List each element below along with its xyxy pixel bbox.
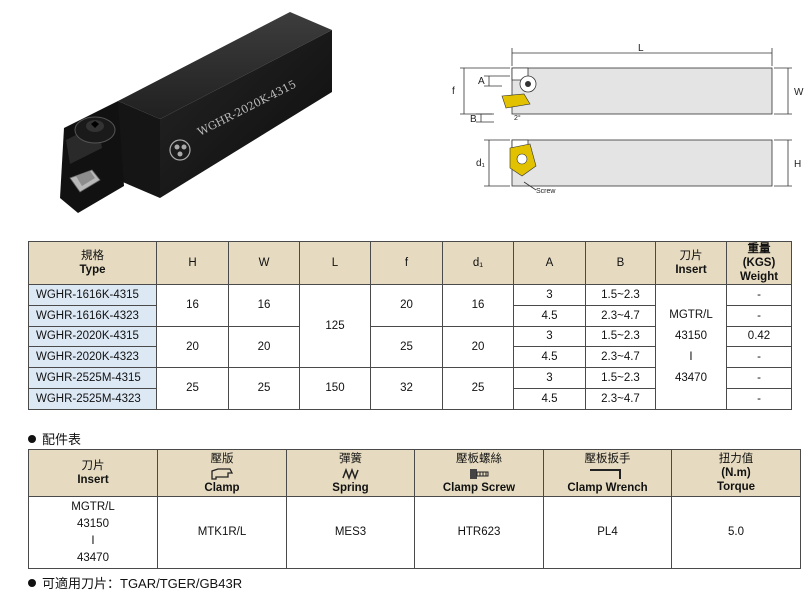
- table-row: WGHR-2020K-4315 20 20 25 20 3 1.5~2.3 0.…: [28, 325, 792, 369]
- acc-torque-cell: 5.0: [671, 496, 801, 569]
- W-cell: 20: [228, 325, 300, 369]
- B-cell: 2.3~4.7: [585, 304, 656, 327]
- header-H: H: [156, 241, 229, 285]
- type-cell: WGHR-1616K-4315: [28, 284, 157, 306]
- acc-header-torque: 扭力值 (N.m) Torque: [671, 449, 801, 497]
- dim-B: B: [470, 114, 477, 125]
- weight-cell: -: [726, 346, 792, 369]
- f-cell: 32: [370, 367, 443, 410]
- dim-H: H: [794, 159, 801, 170]
- type-cell: WGHR-2525M-4315: [28, 367, 157, 389]
- screw-label: Screw: [536, 188, 556, 195]
- acc-clamp-wrench-cell: PL4: [543, 496, 672, 569]
- type-cell: WGHR-1616K-4323: [28, 304, 157, 327]
- B-cell: 1.5~2.3: [585, 284, 656, 306]
- dimension-drawing: L W H A B f d₁ 2° Screw: [452, 43, 804, 195]
- product-photo: WGHR-2020K-4315: [60, 12, 332, 213]
- wrench-icon: [589, 468, 621, 479]
- table-row: WGHR-2525M-4315 25 25 150 32 25 3 1.5~2.…: [28, 367, 792, 410]
- header-type: 規格 Type: [28, 241, 157, 285]
- table-row: WGHR-2020K-4323 4.5 2.3~4.7 -: [28, 346, 792, 369]
- table-row: WGHR-1616K-4315 16 16 125 20 16 3 1.5~2.…: [28, 283, 792, 410]
- B-cell: 1.5~2.3: [585, 325, 656, 348]
- dim-f: f: [452, 86, 455, 97]
- B-cell: 2.3~4.7: [585, 346, 656, 369]
- dim-A: A: [478, 76, 485, 87]
- spec-table: 規格 Type H W L f d₁ A B 刀片 Insert 重量 (KGS…: [28, 241, 792, 410]
- A-cell: 4.5: [513, 387, 586, 410]
- L-cell: 150: [299, 367, 371, 410]
- H-cell: 25: [156, 367, 229, 410]
- acc-clamp-screw-cell: HTR623: [414, 496, 544, 569]
- acc-clamp-cell: MTK1R/L: [157, 496, 287, 569]
- B-cell: 1.5~2.3: [585, 367, 656, 389]
- type-cell: WGHR-2020K-4315: [28, 325, 157, 348]
- bullet-icon: [28, 579, 36, 587]
- A-cell: 3: [513, 367, 586, 389]
- weight-cell: -: [726, 367, 792, 389]
- table-row: WGHR-1616K-4323 4.5 2.3~4.7 -: [28, 304, 792, 327]
- W-cell: 16: [228, 284, 300, 327]
- screw-icon: [470, 468, 489, 479]
- A-cell: 3: [513, 325, 586, 348]
- header-insert: 刀片 Insert: [655, 241, 727, 285]
- W-cell: 25: [228, 367, 300, 410]
- acc-spring-cell: MES3: [286, 496, 415, 569]
- A-cell: 4.5: [513, 346, 586, 369]
- d1-cell: 20: [442, 325, 514, 369]
- f-cell: 20: [370, 284, 443, 327]
- spec-header-row: 規格 Type H W L f d₁ A B 刀片 Insert 重量 (KGS…: [28, 241, 792, 285]
- d1-cell: 16: [442, 284, 514, 327]
- weight-cell: -: [726, 304, 792, 327]
- applicable-inserts-label: 可適用刀片：TGAR/TGER/GB43R: [28, 573, 242, 592]
- H-cell: 20: [156, 325, 229, 369]
- weight-cell: 0.42: [726, 325, 792, 348]
- spring-icon: [341, 467, 359, 480]
- header-A: A: [513, 241, 586, 285]
- header-W: W: [228, 241, 300, 285]
- f-cell: 25: [370, 325, 443, 369]
- bullet-icon: [28, 435, 36, 443]
- accessories-section-label: 配件表: [28, 429, 81, 448]
- table-row: WGHR-2525M-4323 4.5 2.3~4.7 -: [28, 387, 792, 410]
- weight-cell: -: [726, 387, 792, 410]
- B-cell: 2.3~4.7: [585, 387, 656, 410]
- L-cell: 125: [299, 283, 371, 369]
- dim-d1: d₁: [476, 158, 486, 169]
- header-L: L: [299, 241, 371, 285]
- header-weight: 重量 (KGS) Weight: [726, 241, 792, 285]
- header-d1: d₁: [442, 241, 514, 285]
- acc-header-clamp-screw: 壓板螺絲 Clamp Screw: [414, 449, 544, 497]
- type-cell: WGHR-2020K-4323: [28, 346, 157, 369]
- dim-W: W: [794, 87, 804, 98]
- dim-angle: 2°: [514, 114, 521, 122]
- dim-L: L: [638, 43, 644, 54]
- header-f: f: [370, 241, 443, 285]
- clamp-icon: [211, 467, 234, 480]
- accessories-table: 刀片 Insert 壓版 Clamp 彈簧 Spring 壓板螺絲: [28, 449, 801, 569]
- acc-insert-cell: MGTR/L 43150 I 43470: [28, 496, 158, 569]
- brand-logo-icon: [169, 139, 191, 161]
- A-cell: 4.5: [513, 304, 586, 327]
- d1-cell: 25: [442, 367, 514, 410]
- H-cell: 16: [156, 284, 229, 327]
- acc-header-spring: 彈簧 Spring: [286, 449, 415, 497]
- weight-cell: -: [726, 284, 792, 306]
- acc-header-clamp: 壓版 Clamp: [157, 449, 287, 497]
- accessories-header-row: 刀片 Insert 壓版 Clamp 彈簧 Spring 壓板螺絲: [28, 449, 801, 497]
- type-cell: WGHR-2525M-4323: [28, 387, 157, 410]
- insert-cell: MGTR/L 43150 I 43470: [655, 284, 727, 410]
- acc-header-clamp-wrench: 壓板扳手 Clamp Wrench: [543, 449, 672, 497]
- acc-header-insert: 刀片 Insert: [28, 449, 158, 497]
- header-B: B: [585, 241, 656, 285]
- A-cell: 3: [513, 284, 586, 306]
- table-row: MGTR/L 43150 I 43470 MTK1R/L MES3 HTR623…: [28, 496, 801, 569]
